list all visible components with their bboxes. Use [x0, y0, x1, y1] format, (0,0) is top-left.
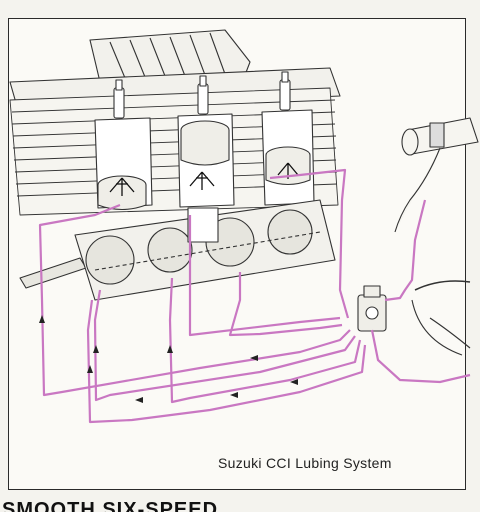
- diagram-caption: Suzuki CCI Lubing System: [218, 455, 392, 471]
- oil-line-tank: [384, 199, 427, 302]
- throttle-grip: [394, 117, 479, 233]
- crankshaft: [19, 199, 336, 301]
- page-heading-fragment: SMOOTH SIX-SPEED: [2, 500, 219, 512]
- spark-plugs: [113, 71, 291, 119]
- oil-pump: [357, 285, 387, 332]
- cooling-fins: [9, 87, 339, 216]
- oil-injection-points: [109, 162, 299, 196]
- oil-flow-arrows: [39, 315, 298, 403]
- oil-line-return: [370, 329, 471, 384]
- oil-line-crank: [228, 272, 343, 337]
- oil-line-cylinder-2: [93, 289, 356, 402]
- oil-line-top: [269, 168, 350, 319]
- oil-lines: [38, 168, 471, 424]
- oil-line-cylinder-1: [38, 203, 351, 397]
- oil-line-mid: [188, 215, 341, 337]
- oil-line-cylinder-3: [168, 277, 362, 404]
- engine-illustration: [9, 29, 479, 356]
- oil-line-main-1: [86, 299, 367, 424]
- oil-tank: [411, 280, 471, 356]
